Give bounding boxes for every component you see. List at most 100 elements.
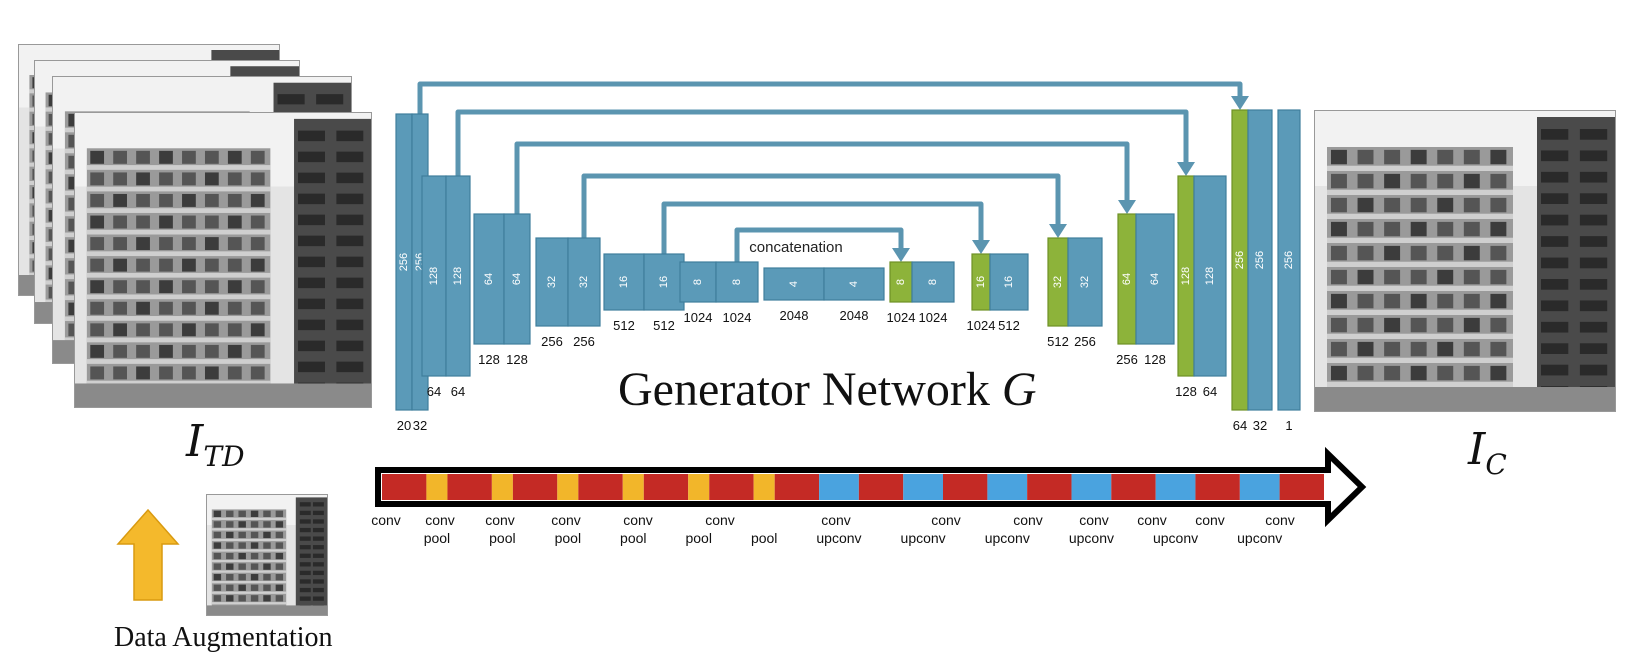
pipeline-pool-label: pool	[685, 530, 711, 546]
up-arrow-icon	[116, 508, 180, 601]
pipeline-segment-yellow	[622, 474, 644, 500]
pipeline-segment-yellow	[753, 474, 775, 500]
block-resolution-label: 64	[427, 384, 441, 399]
pipeline-upconv-label: upconv	[901, 530, 946, 546]
building-photo	[75, 113, 371, 407]
pipeline-segment-blue	[819, 474, 859, 500]
block-resolution-label: 1024	[919, 310, 948, 325]
pipeline-segment-blue	[903, 474, 943, 500]
pipeline-segment-red	[942, 474, 988, 500]
skip-arrow	[734, 227, 910, 262]
pipeline-conv-label: conv	[1265, 512, 1295, 528]
block-resolution-label: 1024	[723, 310, 752, 325]
block-resolution-label: 256	[573, 334, 595, 349]
block-rect	[1067, 237, 1103, 327]
block-channel-label: 16	[975, 276, 987, 288]
block-channel-label: 32	[578, 276, 590, 288]
block-channel-label: 8	[692, 279, 704, 285]
block-rect	[763, 267, 825, 301]
skip-arrow-line	[514, 141, 1130, 214]
block-rect	[1277, 109, 1301, 411]
block-resolution-label: 1024	[684, 310, 713, 325]
pipeline-segment-red	[643, 474, 689, 500]
block-channel-label: 256	[1234, 251, 1246, 269]
skip-arrow-line	[734, 227, 904, 262]
block-rect	[1247, 109, 1273, 411]
block-channel-label: 64	[1121, 273, 1133, 285]
output-photo	[1314, 110, 1616, 412]
block-channel-label: 256	[1283, 251, 1295, 269]
pipeline-pool-label: pool	[424, 530, 450, 546]
skip-arrow	[417, 81, 1249, 114]
block-channel-label: 128	[1204, 267, 1216, 285]
concatenation-label: concatenation	[749, 239, 842, 256]
skip-arrow-line	[417, 81, 1243, 114]
building-photo	[1315, 111, 1615, 411]
block-rect	[911, 261, 955, 303]
pipeline-segment-blue	[1239, 474, 1280, 500]
block-rect	[567, 237, 601, 327]
block-resolution-label: 512	[653, 318, 675, 333]
block-channel-label: 8	[895, 279, 907, 285]
block-channel-label: 128	[1180, 267, 1192, 285]
pipeline-conv-label: conv	[551, 512, 581, 528]
block-resolution-label: 20	[397, 418, 411, 433]
pipeline-upconv-label: upconv	[985, 530, 1030, 546]
output-symbol: IC	[1468, 424, 1507, 481]
skip-arrow-line	[661, 201, 984, 254]
network-blocks: 2562025632128641286464128641283225632256…	[395, 109, 1301, 433]
generator-symbol: G	[1001, 363, 1037, 416]
pipeline-pool-label: pool	[555, 530, 581, 546]
skip-feature-block: 128 128	[1175, 175, 1197, 399]
augmentation-label: Data Augmentation	[114, 622, 333, 653]
skip-arrow	[514, 141, 1136, 214]
skip-arrow-head	[972, 240, 990, 254]
block-channel-label: 32	[1052, 276, 1064, 288]
pipeline-conv-label: conv	[425, 512, 455, 528]
pipeline-pool-label: pool	[489, 530, 515, 546]
input-frame	[74, 112, 372, 408]
pipeline-upconv-label: upconv	[1237, 530, 1282, 546]
block-resolution-label: 128	[1175, 384, 1197, 399]
skip-arrow-line	[455, 109, 1189, 176]
generator-title-text: Generator Network	[618, 363, 1002, 416]
block-channel-label: 256	[398, 253, 410, 271]
pipeline-segment-red	[1027, 474, 1072, 500]
generator-title: Generator Network G	[618, 362, 1037, 417]
block-channel-label: 32	[546, 276, 558, 288]
skip-arrow-head	[1177, 162, 1195, 176]
pipeline-segment-red	[1195, 474, 1240, 500]
block-rect	[445, 175, 471, 377]
pipeline-conv-label: conv	[1195, 512, 1225, 528]
pipeline-segment-red	[774, 474, 820, 500]
block-rect	[679, 261, 717, 303]
block-resolution-label: 2048	[840, 308, 869, 323]
pipeline-segment-red	[578, 474, 623, 500]
block-resolution-label: 1024	[887, 310, 916, 325]
pipeline-conv-label: conv	[705, 512, 735, 528]
building-photo	[207, 495, 327, 615]
pipeline-segment-yellow	[491, 474, 513, 500]
block-channel-label: 8	[927, 279, 939, 285]
skip-arrow	[581, 173, 1067, 238]
pipeline-conv-label: conv	[821, 512, 851, 528]
block-resolution-label: 32	[413, 418, 427, 433]
pipeline-segment-red	[512, 474, 558, 500]
block-resolution-label: 64	[451, 384, 465, 399]
output-symbol-base: I	[1468, 424, 1486, 475]
